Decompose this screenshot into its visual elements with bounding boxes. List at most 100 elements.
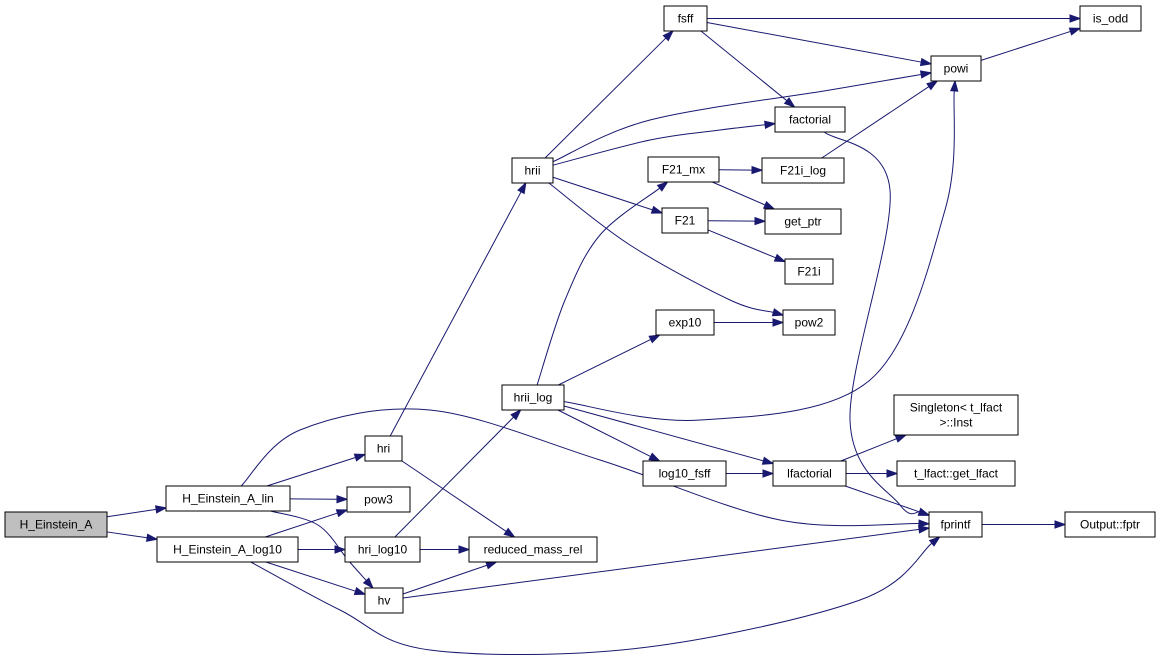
node-box xyxy=(761,157,845,184)
edge-line xyxy=(266,457,356,487)
edge-arrowhead xyxy=(918,525,931,534)
edge-hrii_log-to-log10_fsff xyxy=(557,409,661,462)
edge-arrowhead xyxy=(517,181,527,195)
node-pow3[interactable]: pow3 xyxy=(346,486,411,513)
edge-H_Einstein_A_log10-to-hv xyxy=(265,561,367,596)
node-box xyxy=(468,536,598,563)
edge-line xyxy=(265,561,356,592)
node-label: fprintf xyxy=(940,518,971,532)
node-box xyxy=(655,309,715,336)
node-label: pow3 xyxy=(364,493,393,507)
edge-arrowhead xyxy=(336,495,349,504)
edge-hrii-to-pow2 xyxy=(548,182,785,317)
node-label: F21i_log xyxy=(780,164,826,178)
node-fsff[interactable]: fsff xyxy=(663,5,708,32)
node-f21i[interactable]: F21i xyxy=(784,258,834,285)
edge-arrowhead xyxy=(656,181,669,192)
edge-arrowhead xyxy=(773,253,787,263)
node-log10-fsff[interactable]: log10_fsff xyxy=(642,460,727,487)
edge-arrowhead xyxy=(928,536,941,547)
edge-arrowhead xyxy=(503,527,516,538)
node-singleton-inst[interactable]: Singleton< t_lfact>::Inst xyxy=(893,394,1019,436)
edge-arrowhead xyxy=(1068,27,1082,36)
edge-F21i_log-to-powi xyxy=(821,80,939,159)
node-label: t_lfact::get_lfact xyxy=(914,467,999,481)
node-fprintf[interactable]: fprintf xyxy=(928,511,983,538)
node-exp10[interactable]: exp10 xyxy=(655,309,715,336)
edge-arrowhead xyxy=(919,57,933,67)
node-label: F21i xyxy=(797,265,820,279)
node-reduced-mass-rel[interactable]: reduced_mass_rel xyxy=(468,536,598,563)
edge-line xyxy=(106,531,148,539)
node-hri-log10[interactable]: hri_log10 xyxy=(344,536,421,563)
edge-line xyxy=(557,409,651,457)
node-factorial[interactable]: factorial xyxy=(774,106,846,133)
node-f21[interactable]: F21 xyxy=(661,207,709,234)
node-powi[interactable]: powi xyxy=(930,55,982,82)
node-label: Singleton< t_lfact xyxy=(910,401,1003,415)
edge-line xyxy=(706,21,922,63)
node-box xyxy=(501,384,565,411)
edge-hri_log10-to-hrii_log xyxy=(394,408,522,538)
node-label: get_ptr xyxy=(784,215,821,229)
node-pow2[interactable]: pow2 xyxy=(782,309,836,336)
node-f21-mx[interactable]: F21_mx xyxy=(647,156,720,183)
edge-arrowhead xyxy=(648,334,662,344)
node-label: hrii_log xyxy=(514,391,553,405)
edge-arrowhead xyxy=(648,452,661,462)
edge-arrowhead xyxy=(353,453,367,462)
node-label: F21 xyxy=(675,214,696,228)
node-label: Output::fptr xyxy=(1080,518,1140,532)
edge-line xyxy=(558,338,651,386)
edge-line xyxy=(402,528,920,599)
node-get-lfact[interactable]: t_lfact::get_lfact xyxy=(896,460,1016,487)
node-hrii-log[interactable]: hrii_log xyxy=(501,384,565,411)
edge-F21-to-get_ptr xyxy=(707,216,767,226)
edge-hv-to-fprintf xyxy=(402,525,931,599)
node-box xyxy=(893,394,1019,436)
edge-arrowhead xyxy=(917,507,931,516)
edge-log10_fsff-to-lfactorial xyxy=(726,469,775,478)
nodes-layer: H_Einstein_A H_Einstein_A_linH_Einstein_A… xyxy=(4,5,1156,614)
edge-arrowhead xyxy=(926,80,939,91)
node-hv[interactable]: hv xyxy=(364,587,404,614)
edge-H_Einstein_A_log10-to-hri_log10 xyxy=(298,545,347,554)
edge-hrii-to-powi xyxy=(552,70,933,163)
edge-line xyxy=(823,131,920,515)
node-is-odd[interactable]: is_odd xyxy=(1079,5,1142,32)
edge-arrowhead xyxy=(754,216,767,226)
node-label: H_Einstein_A_log10 xyxy=(173,543,282,557)
node-h-einstein-a-lin[interactable]: H_Einstein_A_lin xyxy=(165,485,291,512)
edge-line xyxy=(250,542,933,656)
node-h-einstein-a[interactable]: H_Einstein_A xyxy=(4,511,108,538)
node-output-fptr[interactable]: Output::fptr xyxy=(1064,511,1156,538)
edge-line xyxy=(265,512,338,538)
edge-line xyxy=(563,90,955,421)
edge-F21-to-F21i xyxy=(707,229,787,263)
edge-arrowhead xyxy=(771,308,785,317)
node-f21i-log[interactable]: F21i_log xyxy=(761,157,845,184)
edge-line xyxy=(394,416,514,538)
edge-line xyxy=(401,460,507,532)
edge-H_Einstein_A_lin-to-fprintf xyxy=(240,408,931,528)
edge-H_Einstein_A-to-H_Einstein_A_lin xyxy=(106,505,168,518)
edge-arrowhead xyxy=(662,29,674,42)
edge-hrii-to-F21 xyxy=(552,176,664,214)
node-box xyxy=(165,485,291,512)
node-hri[interactable]: hri xyxy=(364,435,403,462)
edge-arrowhead xyxy=(353,587,367,596)
edge-hrii_log-to-exp10 xyxy=(558,334,662,386)
edge-H_Einstein_A_log10-to-pow3 xyxy=(265,509,349,538)
edge-line xyxy=(712,181,766,206)
node-lfactorial[interactable]: lfactorial xyxy=(772,460,847,487)
node-get-ptr[interactable]: get_ptr xyxy=(764,208,842,235)
node-label: H_Einstein_A_lin xyxy=(182,492,273,506)
edge-fprintf-to-Output_fptr xyxy=(982,520,1067,529)
node-h-einstein-a-log10[interactable]: H_Einstein_A_log10 xyxy=(156,536,299,563)
node-label: hri xyxy=(377,442,390,456)
edge-arrowhead xyxy=(894,434,908,443)
node-hrii[interactable]: hrii xyxy=(511,157,554,184)
edge-lfactorial-to-fprintf xyxy=(845,485,931,516)
node-label: exp10 xyxy=(669,316,702,330)
